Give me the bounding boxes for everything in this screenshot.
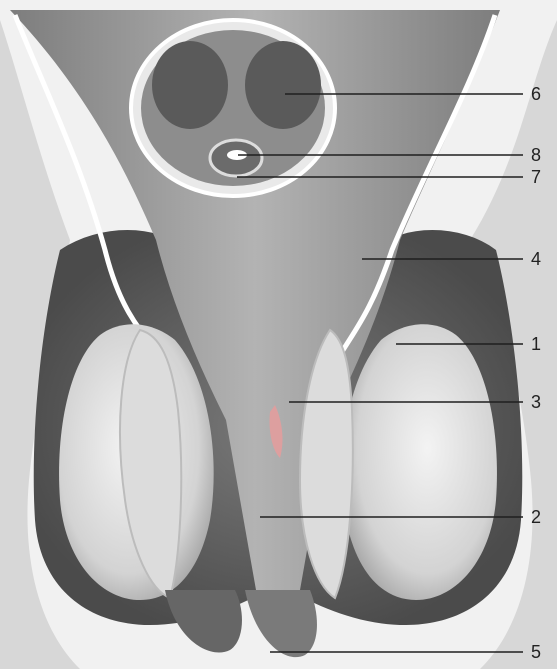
- right-testis: [342, 324, 497, 600]
- label-2: 2: [531, 507, 541, 527]
- label-4: 4: [531, 249, 541, 269]
- label-8: 8: [531, 145, 541, 165]
- label-3: 3: [531, 392, 541, 412]
- label-1: 1: [531, 334, 541, 354]
- corpus-cavernosum-left: [152, 41, 228, 129]
- label-7: 7: [531, 167, 541, 187]
- label-5: 5: [531, 642, 541, 662]
- corpus-cavernosum-right: [245, 41, 321, 129]
- label-6: 6: [531, 84, 541, 104]
